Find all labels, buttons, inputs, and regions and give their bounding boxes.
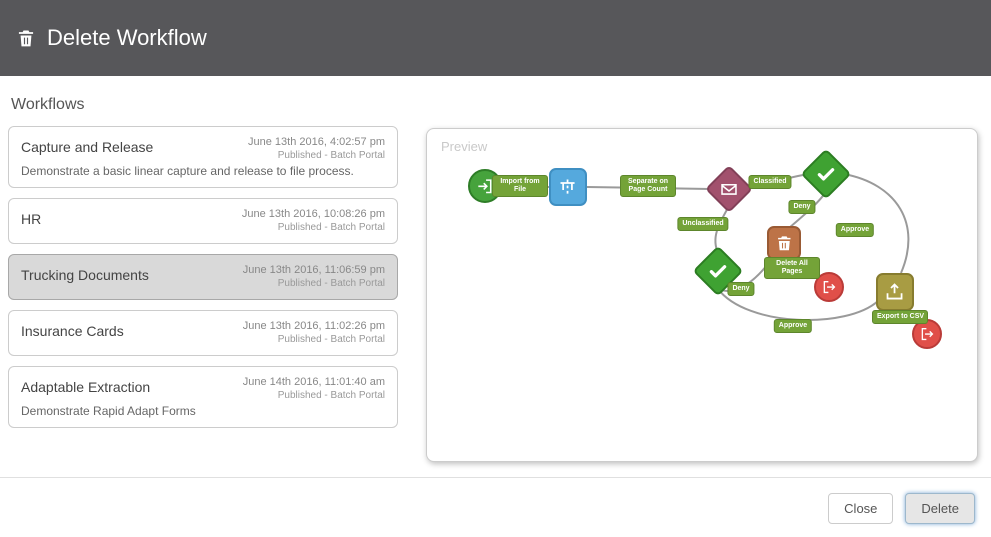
workflow-description: Demonstrate a basic linear capture and r…: [21, 164, 354, 178]
import-node: [468, 169, 502, 203]
classify-node: [704, 164, 754, 214]
workflow-status: Published - Batch Portal: [277, 334, 385, 345]
label-deny-1: Deny: [788, 199, 816, 215]
workflow-preview-panel: Preview: [426, 128, 978, 462]
label-export-to-csv: Export to CSV: [872, 309, 928, 325]
footer-divider: [0, 477, 991, 478]
workflow-name: HR: [21, 211, 42, 227]
workflow-name: Adaptable Extraction: [21, 379, 151, 395]
workflow-card[interactable]: Insurance Cards June 13th 2016, 11:02:26…: [8, 310, 398, 356]
check-icon: [817, 168, 835, 181]
delete-pages-node: [767, 226, 801, 260]
review-node-unclassified: [692, 245, 744, 297]
workflow-status: Published - Batch Portal: [277, 390, 385, 401]
workflow-card[interactable]: Capture and Release June 13th 2016, 4:02…: [8, 126, 398, 188]
footer-actions: Close Delete: [828, 493, 975, 524]
workflow-list: Capture and Release June 13th 2016, 4:02…: [8, 126, 398, 428]
label-separate-on-page-count: Separate on Page Count: [620, 174, 676, 198]
workflow-date: June 13th 2016, 10:08:26 pm: [241, 208, 385, 220]
label-import-from-file: Import from File: [492, 174, 548, 198]
label-delete-all-pages: Delete All Pages: [764, 256, 820, 280]
exit-icon: [921, 327, 934, 341]
label-classified: Classified: [748, 174, 792, 190]
envelope-icon: [721, 183, 737, 195]
label-deny-2: Deny: [727, 281, 755, 297]
workflow-name: Capture and Release: [21, 139, 154, 155]
separate-node: [549, 168, 587, 206]
trash-icon: [777, 236, 791, 250]
review-node-classified: [800, 148, 852, 200]
dialog-header: Delete Workflow: [0, 0, 991, 76]
workflow-card[interactable]: HR June 13th 2016, 10:08:26 pm Published…: [8, 198, 398, 244]
close-button[interactable]: Close: [828, 493, 894, 524]
label-approve-1: Approve: [835, 222, 875, 238]
separator-icon: [560, 179, 576, 195]
label-approve-2: Approve: [773, 318, 813, 334]
workflow-status: Published - Batch Portal: [277, 278, 385, 289]
preview-label: Preview: [441, 139, 488, 154]
delete-button[interactable]: Delete: [905, 493, 975, 524]
exit-icon: [823, 280, 836, 294]
trash-icon: [18, 30, 34, 47]
workflow-description: Demonstrate Rapid Adapt Forms: [21, 404, 196, 418]
workflow-status: Published - Batch Portal: [277, 222, 385, 233]
workflow-date: June 13th 2016, 4:02:57 pm: [248, 136, 385, 148]
label-unclassified: Unclassified: [677, 216, 729, 232]
workflows-section-title: Workflows: [11, 96, 85, 113]
workflow-name: Trucking Documents: [21, 267, 149, 283]
import-icon: [478, 179, 492, 193]
workflow-card-selected[interactable]: Trucking Documents June 13th 2016, 11:06…: [8, 254, 398, 300]
workflow-date: June 14th 2016, 11:01:40 am: [242, 376, 385, 388]
workflow-status: Published - Batch Portal: [277, 150, 385, 161]
workflow-name: Insurance Cards: [21, 323, 124, 339]
dialog-title: Delete Workflow: [47, 25, 207, 50]
workflow-date: June 13th 2016, 11:02:26 pm: [242, 320, 385, 332]
export-icon: [887, 283, 903, 300]
check-icon: [709, 265, 727, 278]
export-node: [876, 273, 914, 311]
workflow-date: June 13th 2016, 11:06:59 pm: [242, 264, 385, 276]
workflow-card[interactable]: Adaptable Extraction June 14th 2016, 11:…: [8, 366, 398, 428]
